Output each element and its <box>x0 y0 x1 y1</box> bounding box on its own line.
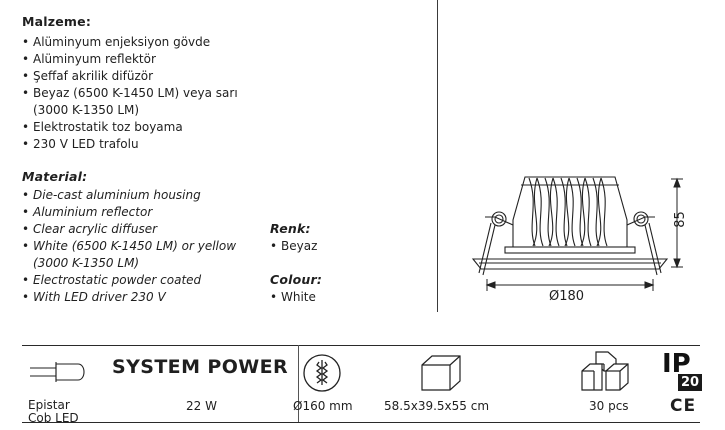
list-item: Die-cast aluminium housing <box>22 187 236 204</box>
downlight-technical-drawing <box>471 176 683 291</box>
list-item: Alüminyum enjeksiyon gövde <box>22 34 238 51</box>
colour-heading: Colour: <box>270 272 323 287</box>
list-item-continuation: (3000 K-1350 LM) <box>33 103 140 117</box>
led-bulb-icon <box>30 362 85 382</box>
power-value: 22 W <box>186 399 217 413</box>
list-item: Elektrostatik toz boyama <box>22 119 238 136</box>
colour-value: White <box>270 289 316 306</box>
material-list-en: Die-cast aluminium housing Aluminium ref… <box>22 187 236 306</box>
renk-heading: Renk: <box>270 221 311 236</box>
ce-mark: CE <box>670 396 697 416</box>
brand-name: SYSTEM POWER <box>112 356 289 378</box>
cutout-value: Ø160 mm <box>293 399 353 413</box>
section-divider <box>437 0 438 312</box>
material-heading-tr: Malzeme: <box>22 14 92 29</box>
list-item: Beyaz (6500 K-1450 LM) veya sarı <box>22 85 238 102</box>
list-item-continuation: (3000 K-1350 LM) <box>33 256 140 270</box>
material-list-tr: Alüminyum enjeksiyon gövde Alüminyum ref… <box>22 34 238 153</box>
height-dimension-label: 85 <box>672 211 688 228</box>
box-size-value: 58.5x39.5x55 cm <box>384 399 490 413</box>
list-item: Şeffaf akrilik difüzör <box>22 68 238 85</box>
list-item: 230 V LED trafolu <box>22 136 238 153</box>
list-item: Aluminium reflector <box>22 204 236 221</box>
led-type-line2: Cob LED <box>28 411 79 425</box>
list-item: Clear acrylic diffuser <box>22 221 236 238</box>
pack-qty-value: 30 pcs <box>589 399 629 413</box>
cutout-diameter-icon <box>303 354 341 392</box>
footer-bottom-rule <box>22 422 700 423</box>
box-dimensions-icon <box>421 355 461 391</box>
footer-divider <box>298 345 299 422</box>
list-item: White (6500 K-1450 LM) or yellow <box>22 238 236 255</box>
package-boxes-icon <box>581 351 629 391</box>
ip-rating-badge: IP 20 <box>660 350 704 392</box>
list-item: With LED driver 230 V <box>22 289 236 306</box>
renk-value: Beyaz <box>270 238 317 255</box>
renk-list: Beyaz <box>270 238 317 255</box>
footer-top-rule <box>22 345 700 346</box>
colour-list: White <box>270 289 316 306</box>
ip-letters: IP <box>662 349 691 379</box>
list-item: Alüminyum reflektör <box>22 51 238 68</box>
ip-number: 20 <box>678 374 702 391</box>
led-type-line1: Epistar <box>28 398 70 412</box>
diameter-dimension-label: Ø180 <box>549 289 585 304</box>
list-item: Electrostatic powder coated <box>22 272 236 289</box>
material-heading-en: Material: <box>22 169 88 184</box>
